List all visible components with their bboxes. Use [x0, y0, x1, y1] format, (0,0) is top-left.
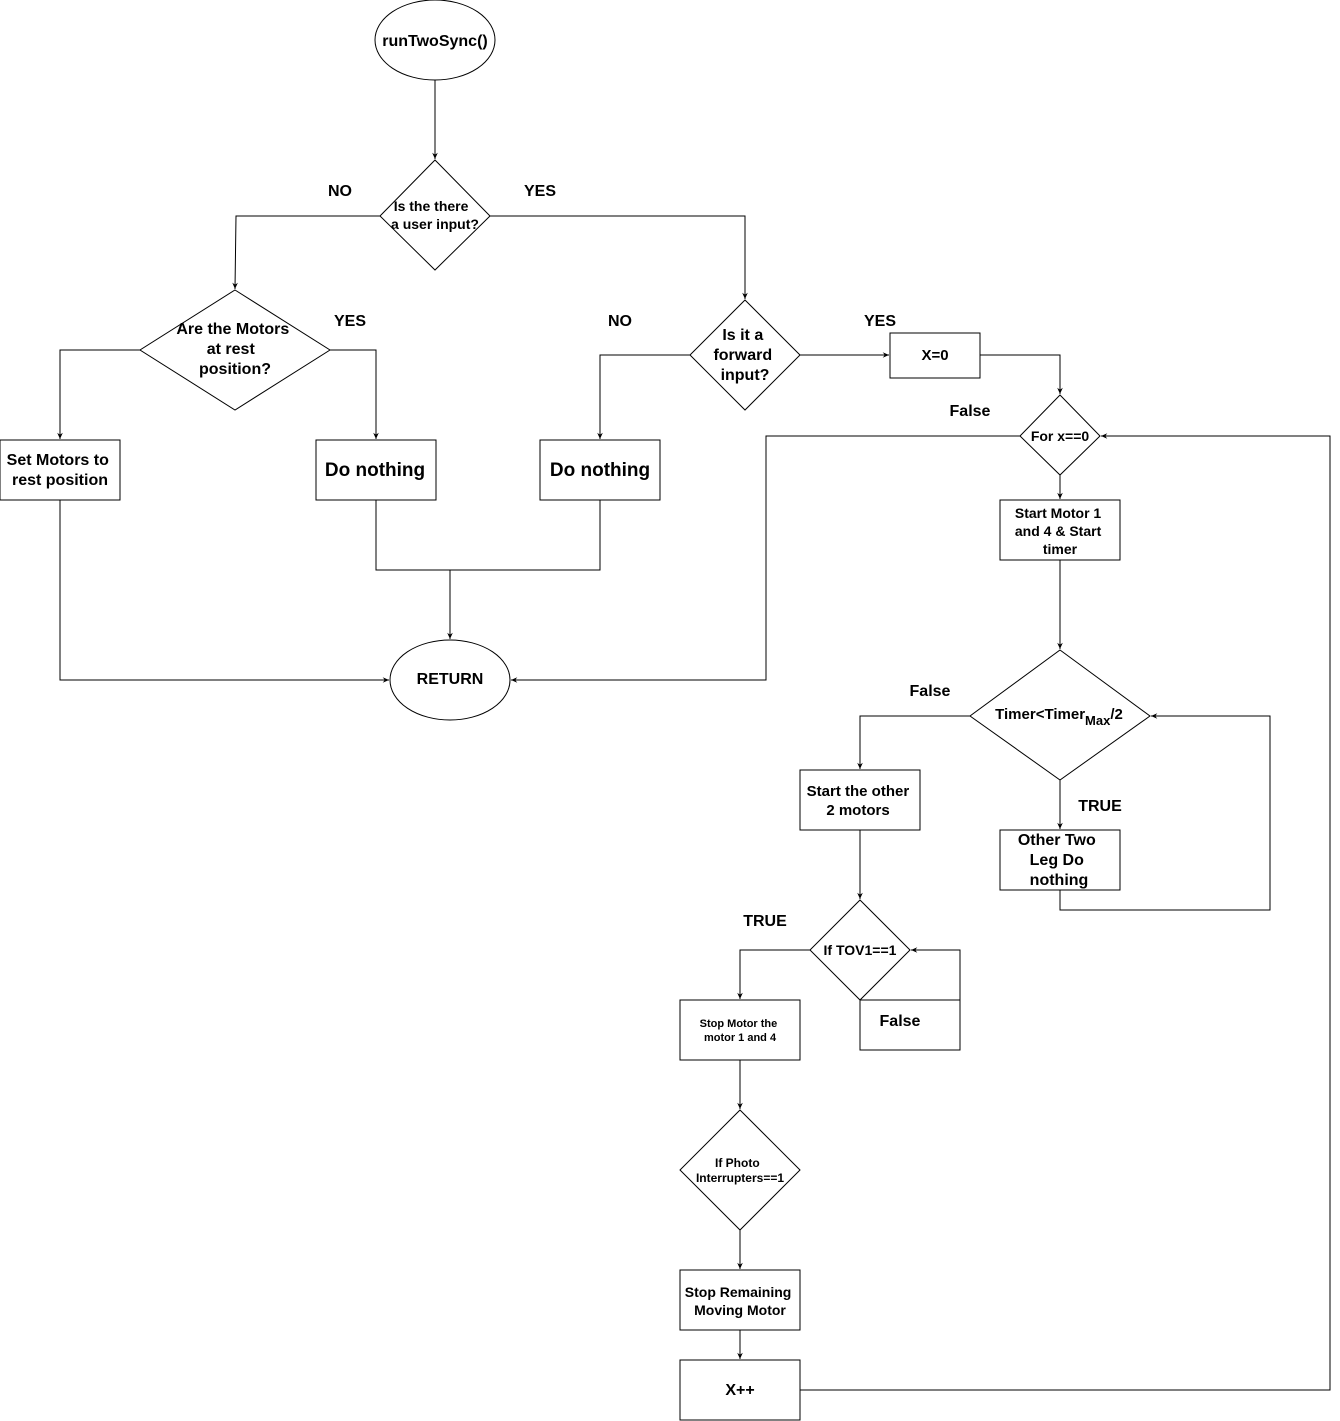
edge-label-no-forward: NO — [608, 313, 632, 330]
edge-label-yes-user-input: YES — [524, 183, 556, 200]
set-motors-box — [0, 439, 121, 501]
edge-label-no-user-input: NO — [328, 183, 352, 200]
edge-label-yes-motors-rest: YES — [334, 313, 366, 330]
start-other-box — [799, 769, 921, 831]
edge-label-true-tov: TRUE — [743, 913, 787, 930]
x-zero-box-label: X=0 — [921, 347, 948, 364]
for-x-decision — [1019, 394, 1101, 476]
stop-motor-14-box — [679, 999, 801, 1061]
x-increment-box — [679, 1359, 801, 1421]
x-increment-box-label: X++ — [725, 1382, 754, 1399]
do-nothing-left-box-label: Do nothing — [325, 460, 425, 481]
false-box — [859, 999, 961, 1051]
do-nothing-right-box — [539, 439, 661, 501]
edge-forward-no — [597, 354, 690, 439]
tov-decision-label: If TOV1==1 — [824, 942, 897, 958]
edge-user-input-yes — [490, 215, 748, 299]
edge-x-zero-to-for — [980, 354, 1063, 394]
do-nothing-right-box-label: Do nothing — [550, 460, 650, 481]
other-two-box — [999, 829, 1121, 891]
motors-rest-decision — [139, 289, 331, 411]
photo-decision — [679, 1109, 801, 1231]
timer-decision — [969, 649, 1151, 781]
motors-rest-decision-label: Are the Motors at rest position? — [176, 321, 293, 378]
edge-motors-rest-no — [57, 349, 140, 439]
stop-remaining-box-label: Stop Remaining Moving Motor — [685, 1284, 795, 1318]
edge-set-motors-to-return — [59, 500, 389, 683]
photo-decision-label: If Photo Interrupters==1 — [696, 1156, 784, 1185]
edge-label-false-timer: False — [910, 683, 951, 700]
edge-tov-true — [737, 949, 810, 999]
edge-labels: NO YES YES NO YES False False TRUE TRUE — [328, 183, 1122, 930]
user-input-decision-label: Is the there a user input? — [391, 198, 479, 232]
nodes: runTwoSync() Is the there a user input? … — [0, 0, 1151, 1421]
for-x-decision-label: For x==0 — [1031, 428, 1090, 444]
start-other-box-label: Start the other 2 motors — [807, 783, 914, 819]
set-motors-box-label: Set Motors to rest position — [7, 452, 114, 489]
do-nothing-left-box — [315, 439, 437, 501]
forward-input-decision-label: Is it a forward input? — [713, 327, 776, 384]
edge-other-two-loop — [1059, 713, 1271, 911]
other-two-box-label: Other Two Leg Do nothing — [1018, 832, 1100, 889]
start-motor-14-box — [999, 499, 1121, 561]
user-input-decision — [379, 159, 491, 271]
edge-timer-false — [857, 715, 970, 769]
edge-xinc-loop-to-for — [800, 433, 1331, 1391]
edge-label-yes-forward: YES — [864, 313, 896, 330]
edges — [57, 80, 1331, 1391]
start-motor-14-box-label: Start Motor 1 and 4 & Start timer — [1015, 505, 1105, 557]
x-zero-box — [889, 332, 981, 379]
forward-input-decision — [689, 299, 801, 411]
edge-do-nothing-merge — [375, 500, 601, 571]
stop-remaining-box — [679, 1269, 801, 1331]
start-node — [374, 0, 496, 81]
stop-motor-14-box-label: Stop Motor the motor 1 and 4 — [700, 1018, 781, 1044]
start-node-label: runTwoSync() — [382, 33, 487, 50]
edge-user-input-no — [232, 215, 380, 290]
edge-motors-rest-yes — [330, 349, 379, 439]
edge-label-false-for: False — [950, 403, 991, 420]
return-node — [389, 639, 511, 721]
edge-for-false-to-return — [510, 435, 1020, 683]
edge-label-true-timer: TRUE — [1078, 798, 1122, 815]
false-box-label: False — [880, 1013, 921, 1030]
return-node-label: RETURN — [417, 671, 484, 688]
timer-decision-label: Timer<TimerMax/2 — [995, 706, 1123, 728]
